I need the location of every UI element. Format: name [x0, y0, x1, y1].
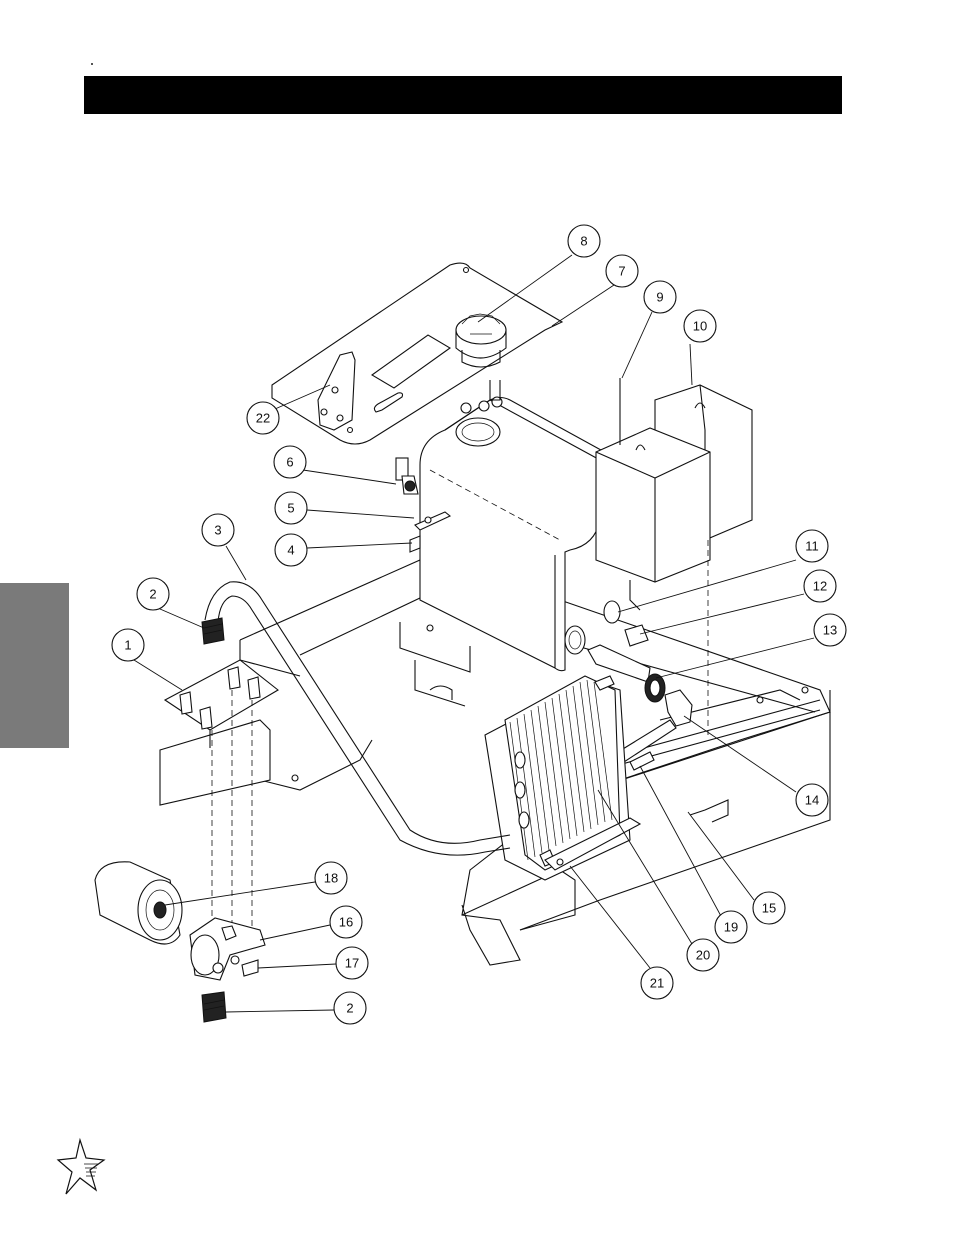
callout-20: 20: [687, 939, 719, 971]
callout-16: 16: [330, 906, 362, 938]
svg-text:19: 19: [724, 920, 738, 935]
callout-9: 9: [644, 281, 676, 313]
svg-text:16: 16: [339, 915, 353, 930]
svg-text:22: 22: [256, 411, 270, 426]
svg-text:20: 20: [696, 948, 710, 963]
hose-fitting-upper: [202, 618, 224, 644]
callout-18: 18: [315, 862, 347, 894]
callout-15: 15: [753, 892, 785, 924]
svg-text:11: 11: [805, 539, 819, 554]
battery-boxes: [596, 378, 752, 735]
callout-5: 5: [275, 492, 307, 524]
callout-8: 8: [568, 225, 600, 257]
callout-12: 12: [804, 570, 836, 602]
svg-text:9: 9: [656, 290, 663, 305]
svg-text:4: 4: [287, 543, 294, 558]
callout-21: 21: [641, 967, 673, 999]
callout-4: 4: [275, 534, 307, 566]
oil-cooler: [485, 676, 630, 880]
callout-13: 13: [814, 614, 846, 646]
svg-text:8: 8: [580, 234, 587, 249]
hose-fitting-lower: [202, 992, 226, 1022]
svg-text:13: 13: [823, 623, 837, 638]
callout-2-upper: 2: [137, 578, 169, 610]
svg-text:7: 7: [618, 264, 625, 279]
svg-text:2: 2: [346, 1001, 353, 1016]
callout-2-lower: 2: [334, 992, 366, 1024]
star-logo-icon: [58, 1140, 104, 1194]
filter-head: [190, 918, 265, 980]
svg-text:10: 10: [693, 319, 707, 334]
svg-text:6: 6: [286, 455, 293, 470]
callout-22: 22: [247, 402, 279, 434]
svg-text:1: 1: [124, 638, 131, 653]
oil-filter: [95, 862, 182, 944]
svg-text:17: 17: [345, 956, 359, 971]
callout-10: 10: [684, 310, 716, 342]
callout-17: 17: [336, 947, 368, 979]
callout-14: 14: [796, 784, 828, 816]
callout-11: 11: [796, 530, 828, 562]
callout-7: 7: [606, 255, 638, 287]
svg-text:21: 21: [650, 976, 664, 991]
svg-text:12: 12: [813, 579, 827, 594]
svg-text:14: 14: [805, 793, 819, 808]
svg-text:18: 18: [324, 871, 338, 886]
svg-text:15: 15: [762, 901, 776, 916]
svg-text:2: 2: [149, 587, 156, 602]
callout-6: 6: [274, 446, 306, 478]
elbow-fitting: [396, 458, 418, 494]
callout-3: 3: [202, 514, 234, 546]
tank-fittings: [604, 580, 648, 646]
svg-text:3: 3: [214, 523, 221, 538]
svg-text:5: 5: [287, 501, 294, 516]
callout-1: 1: [112, 629, 144, 661]
callout-19: 19: [715, 911, 747, 943]
hydraulic-tank: [420, 380, 610, 671]
